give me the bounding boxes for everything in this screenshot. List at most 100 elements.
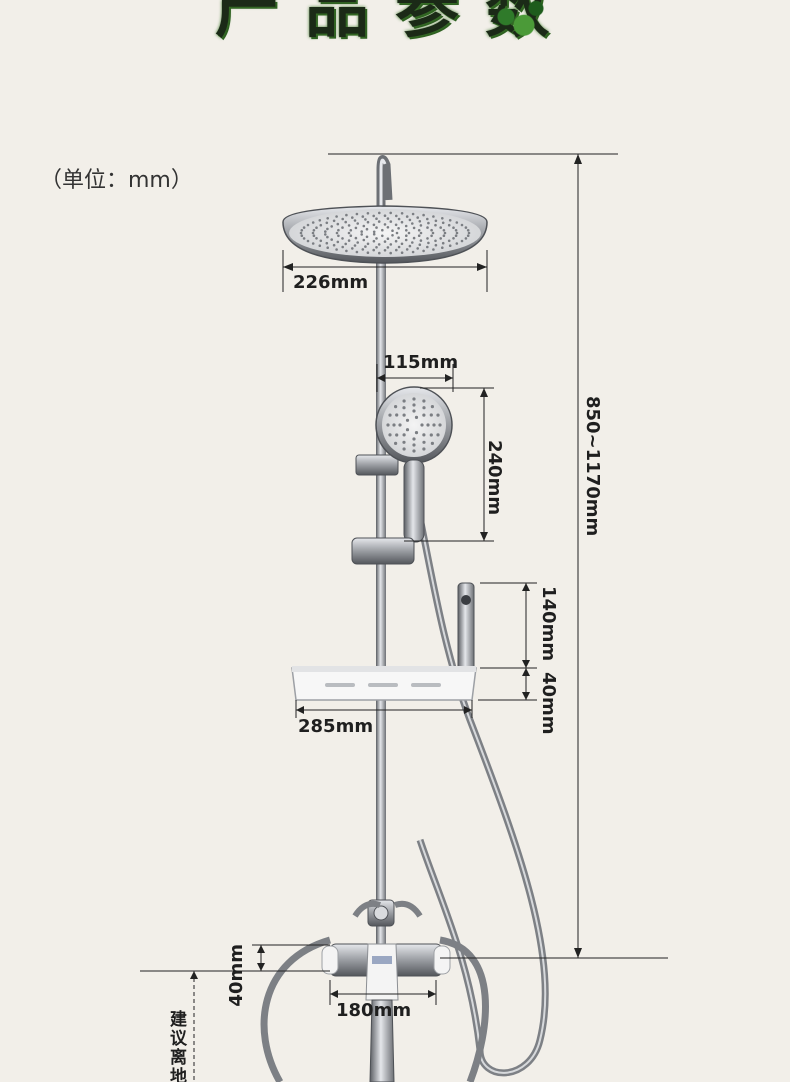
nozzle-dot [466, 234, 470, 237]
nozzle-dot [386, 226, 390, 229]
nozzle-dot [386, 237, 390, 240]
nozzle-dot [392, 423, 396, 427]
nozzle-dot [412, 236, 416, 240]
nozzle-dot [430, 441, 434, 445]
nozzle-dot [353, 219, 357, 222]
nozzle-dot [325, 221, 329, 225]
nozzle-dot [422, 399, 426, 403]
nozzle-dot [394, 405, 398, 409]
nozzle-dot [466, 229, 470, 232]
nozzle-dot [460, 223, 464, 227]
nozzle-dot [354, 236, 358, 240]
nozzle-dot [366, 212, 370, 215]
nozzle-dot [427, 241, 430, 245]
nozzle-dot [412, 449, 416, 453]
nozzle-dot [429, 433, 433, 437]
nozzle-dot [326, 217, 330, 220]
nozzle-dot [372, 214, 376, 218]
nozzle-dot [383, 249, 387, 252]
nozzle-dot [302, 237, 306, 240]
nozzle-dot [452, 226, 455, 229]
nozzle-dot [405, 418, 410, 422]
nozzle-dot [375, 237, 378, 240]
nozzle-dot [400, 242, 404, 246]
dimension-lines [140, 153, 668, 1082]
nozzle-dot [422, 413, 426, 417]
nozzle-dot [318, 219, 322, 222]
nozzle-dot [354, 226, 358, 230]
nozzle-dot [432, 248, 435, 251]
nozzle-dot [397, 227, 400, 230]
nozzle-dot [397, 236, 400, 239]
nozzle-dot [347, 231, 351, 235]
nozzle-dot [422, 406, 426, 410]
nozzle-dot [341, 237, 344, 240]
nozzle-dot [337, 234, 340, 238]
nozzle-dot [347, 224, 351, 227]
nozzle-dot [312, 234, 316, 237]
nozzle-dot [442, 229, 446, 232]
nozzle-dot [311, 231, 315, 235]
nozzle-dot [455, 242, 459, 245]
nozzle-dot [436, 413, 440, 417]
nozzle-dot [349, 229, 353, 232]
nozzle-dot [300, 234, 304, 237]
nozzle-dot [389, 211, 393, 215]
nozzle-dot [347, 239, 351, 242]
nozzle-dot [372, 232, 376, 236]
nozzle-dot [362, 238, 366, 242]
nozzle-dot [414, 415, 419, 419]
nozzle-dot [397, 245, 401, 249]
nozzle-dot [299, 231, 303, 235]
nozzle-dot [417, 234, 421, 237]
nozzle-dot [441, 241, 445, 245]
nozzle-dot [361, 215, 365, 218]
nozzle-dot [300, 229, 304, 232]
nozzle-dot [372, 230, 376, 234]
nozzle-dot [341, 217, 345, 221]
nozzle-dot [432, 423, 436, 427]
nozzle-dot [411, 212, 415, 216]
dim-valve-height: 40mm [226, 944, 247, 1007]
nozzle-dot [356, 241, 360, 244]
nozzle-dot [389, 220, 393, 223]
floor-height-note: 建议离地 [166, 1010, 186, 1082]
nozzle-dot [432, 215, 435, 218]
nozzle-dot [315, 237, 318, 240]
nozzle-dot [411, 250, 415, 254]
dim-spray-gun-height: 140mm [538, 586, 559, 662]
nozzle-dot [454, 229, 458, 232]
dim-hand-shower-height: 240mm [484, 440, 505, 516]
nozzle-dot [312, 229, 316, 232]
nozzle-dot [375, 217, 378, 220]
nozzle-dot [416, 247, 420, 250]
nozzle-dot [420, 423, 424, 427]
nozzle-dot [395, 413, 399, 417]
nozzle-dot [405, 248, 409, 251]
nozzle-dot [404, 224, 408, 228]
nozzle-dot [349, 234, 353, 237]
nozzle-dot [386, 246, 390, 249]
nozzle-dot [306, 239, 310, 243]
nozzle-dot [417, 229, 421, 232]
nozzle-dot [400, 212, 404, 215]
nozzle-dot [422, 433, 426, 437]
nozzle-dot [362, 224, 366, 228]
nozzle-dot [336, 222, 340, 226]
nozzle-dot [426, 226, 429, 229]
nozzle-dot [311, 221, 315, 224]
nozzle-dot [441, 217, 444, 220]
nozzle-dot [402, 413, 406, 417]
nozzle-dot [405, 234, 408, 237]
nozzle-dot [372, 223, 376, 227]
nozzle-dot [335, 248, 338, 251]
nozzle-dot [402, 440, 406, 444]
nozzle-dot [325, 241, 329, 245]
nozzle-dot [447, 223, 451, 227]
nozzle-dot [407, 231, 411, 235]
nozzle-dot [366, 251, 370, 254]
nozzle-dot [436, 433, 440, 437]
nozzle-dot [335, 215, 338, 218]
nozzle-dot [344, 220, 348, 224]
nozzle-dot [455, 231, 459, 235]
